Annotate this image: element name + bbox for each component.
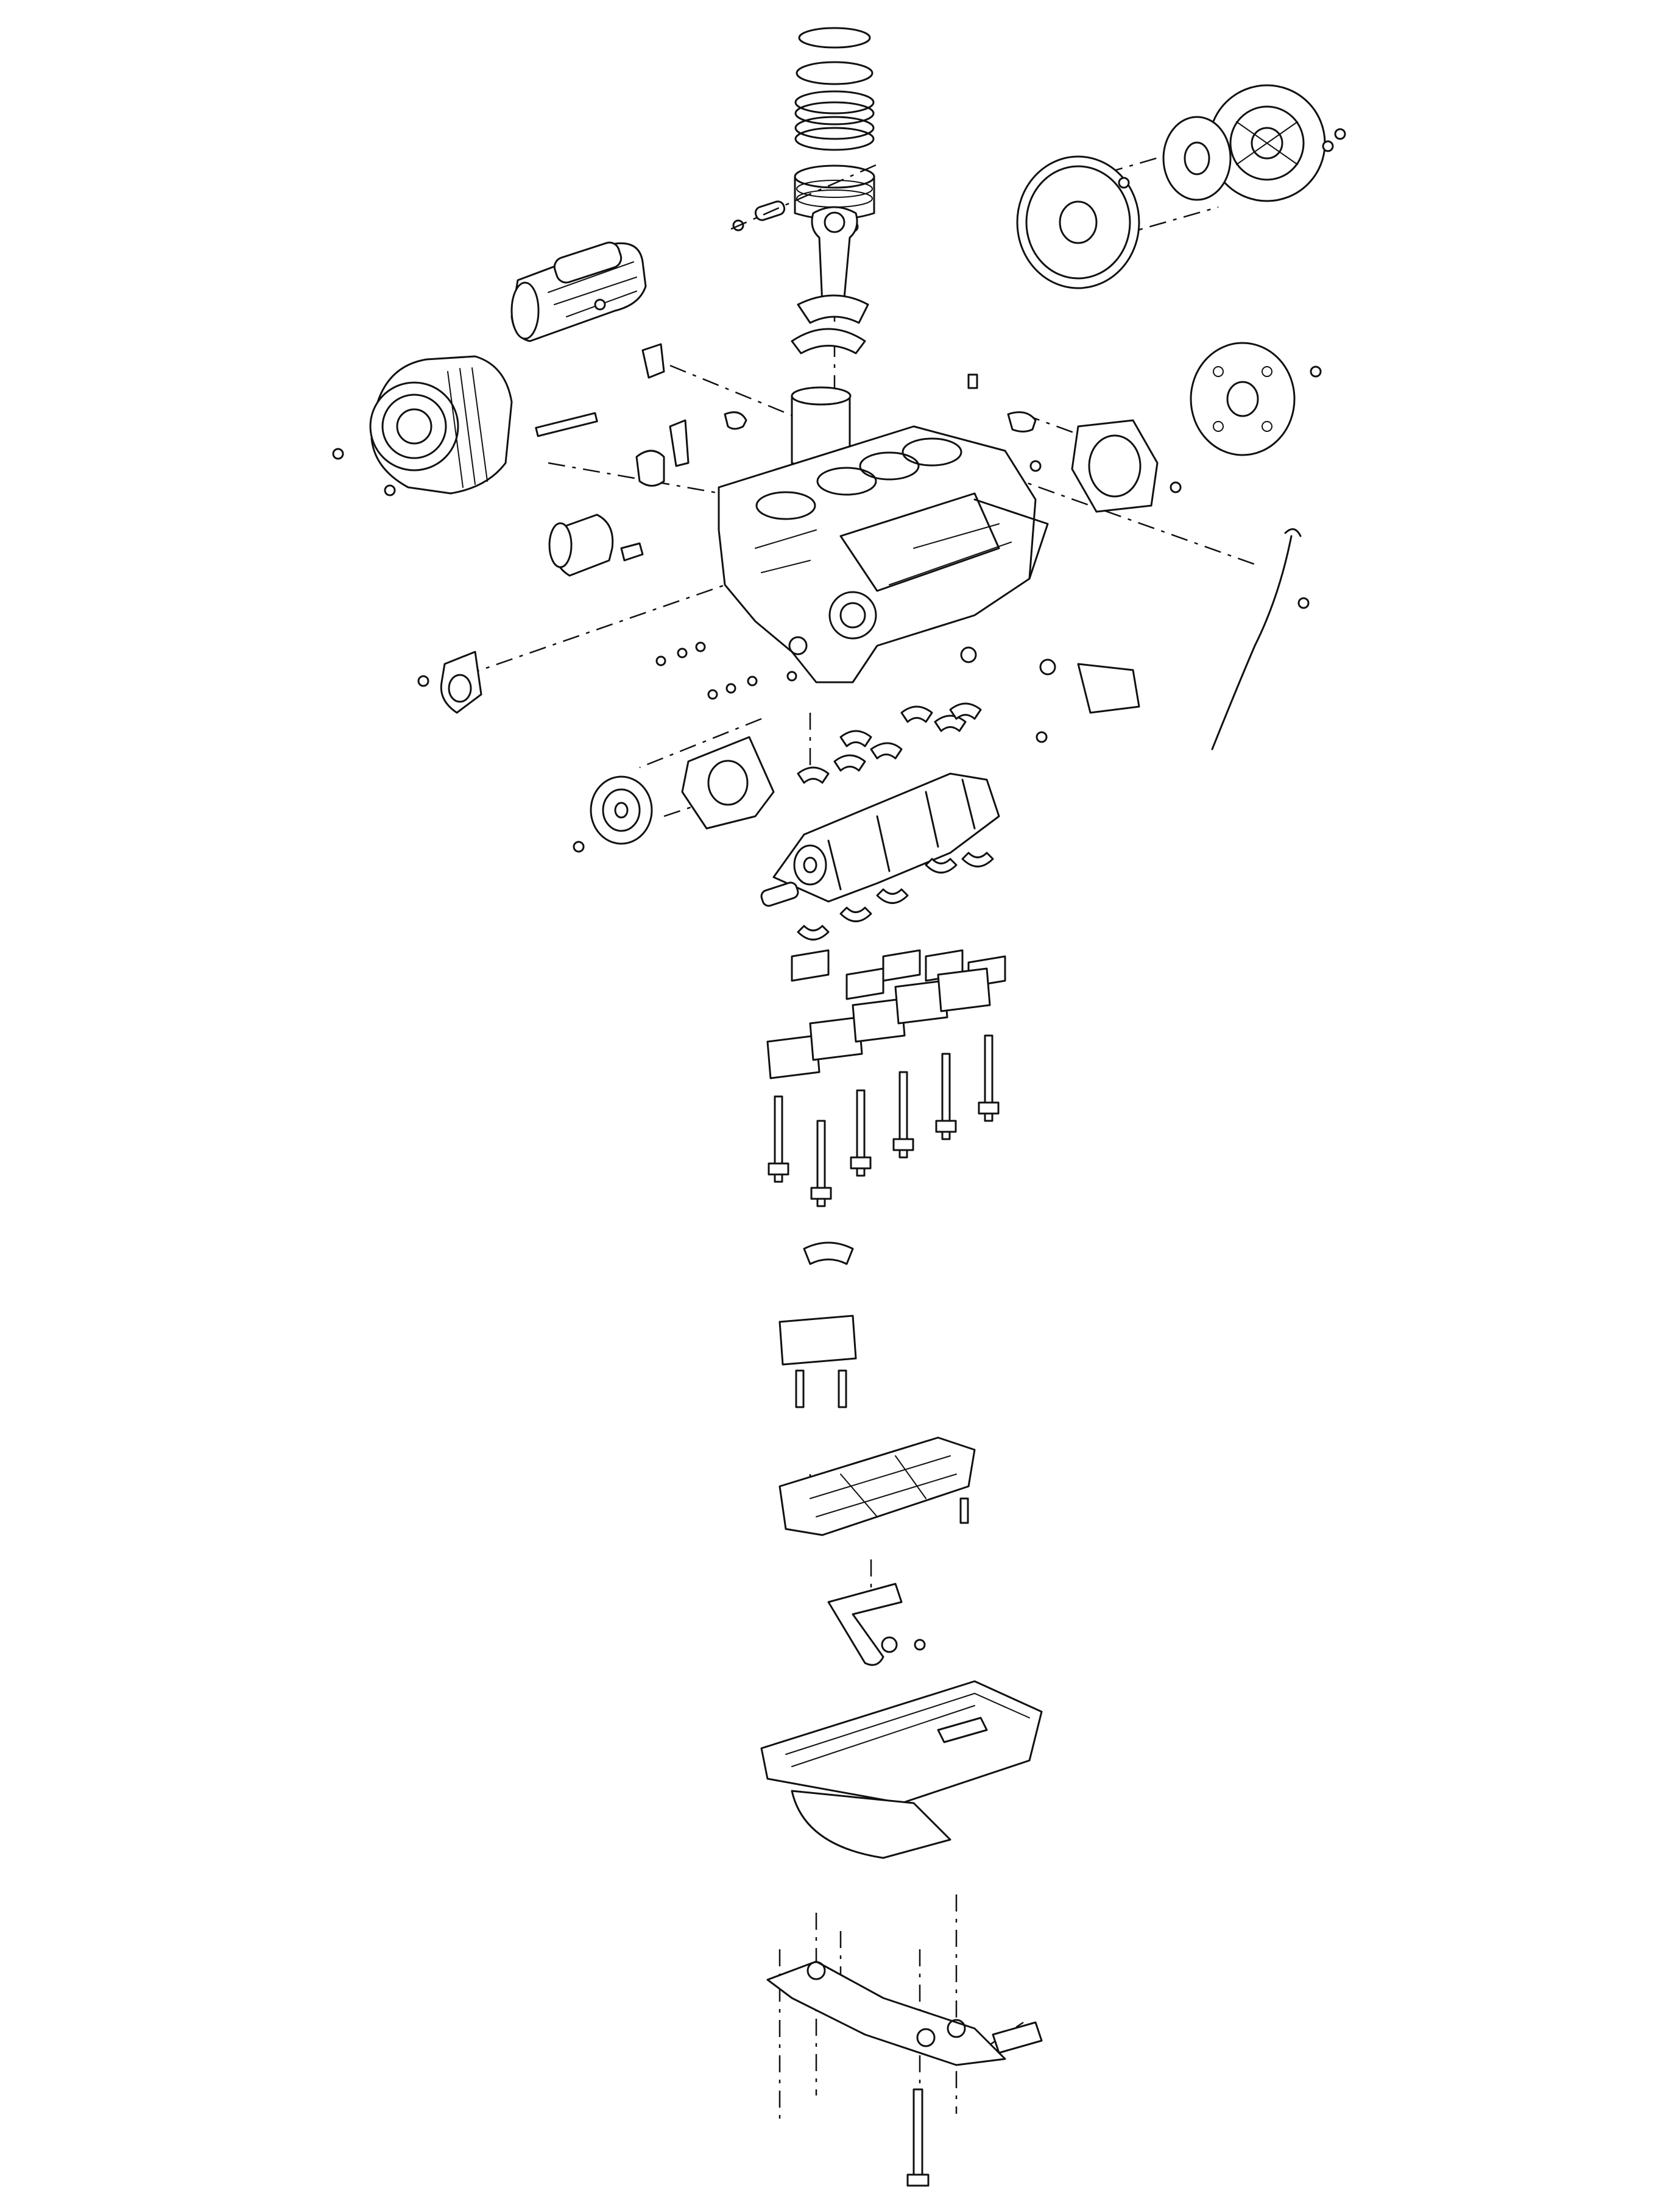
cap-bolts <box>768 1034 1000 1207</box>
flywheel <box>1016 155 1140 289</box>
clutch-pressure-plate <box>1208 84 1346 202</box>
oil-pan-brace <box>766 1960 1043 2187</box>
piston-pin <box>730 163 878 233</box>
alternator <box>332 355 598 496</box>
block-fasteners <box>655 641 1140 743</box>
crankshaft <box>760 772 1000 907</box>
piston-rings <box>794 27 875 151</box>
oil-pump <box>681 736 775 830</box>
connecting-rod <box>791 206 869 355</box>
sensor-parts <box>635 343 1042 487</box>
crankshaft-pulley <box>573 775 653 853</box>
oil-dipstick <box>1211 528 1310 750</box>
main-bearing-caps <box>766 949 1006 1079</box>
oil-filter <box>548 514 644 577</box>
oil-pan <box>760 1680 1043 1859</box>
rear-main-seal-housing <box>1071 419 1182 513</box>
windage-tray <box>778 1436 976 1536</box>
lower-main-bearings <box>797 852 994 941</box>
cylinder-block <box>718 425 1049 683</box>
clutch-disc <box>1162 116 1232 201</box>
oil-pickup-tube <box>827 1583 926 1666</box>
piston <box>794 164 875 221</box>
starter-motor <box>510 241 647 342</box>
idler-pulley <box>417 651 482 714</box>
upper-main-bearings <box>797 702 982 784</box>
rear-main-cap <box>778 1241 857 1408</box>
flexplate <box>1190 342 1322 456</box>
